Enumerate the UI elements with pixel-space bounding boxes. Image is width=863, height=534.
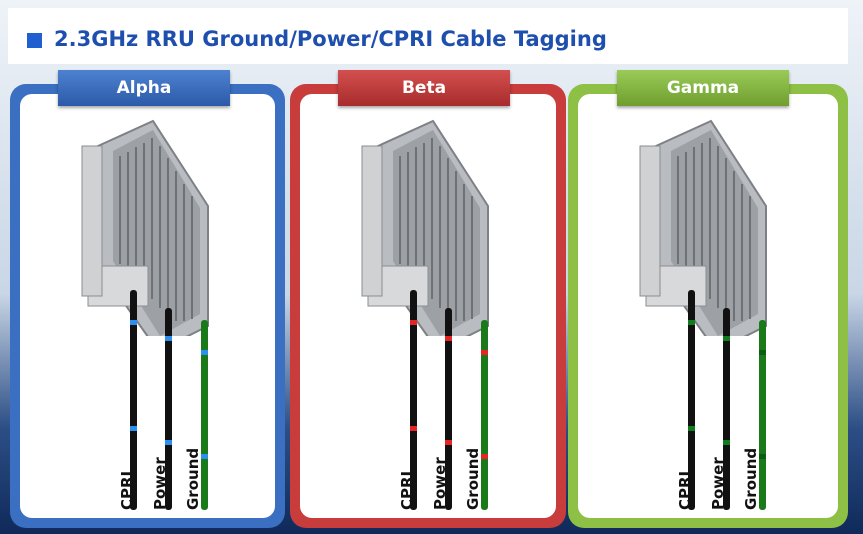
cable-tag [201,350,208,355]
sector-panel-inner: CPRI Power Ground [20,94,275,518]
power-label: Power [431,457,449,510]
power-cable [165,308,172,510]
rru-device-icon [361,119,489,336]
ground-label: Ground [742,447,760,510]
ground-cable [759,320,766,510]
ground-label: Ground [464,447,482,510]
page-title: 2.3GHz RRU Ground/Power/CPRI Cable Taggi… [54,27,607,51]
ground-cable [481,320,488,510]
title-bar [8,8,848,64]
cpri-cable [130,290,137,510]
cable-tag [201,454,208,459]
ground-label: Ground [184,447,202,510]
cable-tag [165,336,172,341]
cable-tag [759,454,766,459]
tab-alpha: Alpha [58,70,230,106]
rru-device-icon [81,119,209,336]
cpri-cable [688,290,695,510]
tab-beta: Beta [338,70,510,106]
cable-tag [410,426,417,431]
power-label: Power [151,457,169,510]
power-cable [723,308,730,510]
cpri-label: CPRI [676,470,694,510]
cpri-label: CPRI [118,470,136,510]
cable-tag [130,426,137,431]
cable-tag [165,440,172,445]
cable-tag [481,350,488,355]
cable-tag [481,454,488,459]
power-label: Power [709,457,727,510]
cable-tag [445,336,452,341]
sector-panel-alpha: CPRI Power Ground [10,84,285,528]
cable-tag [688,426,695,431]
sector-panel-inner: CPRI Power Ground [300,94,556,518]
cable-tag [688,320,695,325]
cable-tag [723,336,730,341]
power-cable [445,308,452,510]
tab-gamma: Gamma [617,70,789,106]
cpri-label: CPRI [398,470,416,510]
bullet-square-icon [27,33,42,48]
sector-panel-gamma: CPRI Power Ground [568,84,848,528]
sector-panel-inner: CPRI Power Ground [578,94,838,518]
cable-tag [410,320,417,325]
rru-device-icon [639,119,767,336]
cpri-cable [410,290,417,510]
cable-tag [445,440,452,445]
cable-tag [130,320,137,325]
cable-tag [723,440,730,445]
ground-cable [201,320,208,510]
sector-panel-beta: CPRI Power Ground [290,84,566,528]
cable-tag [759,350,766,355]
